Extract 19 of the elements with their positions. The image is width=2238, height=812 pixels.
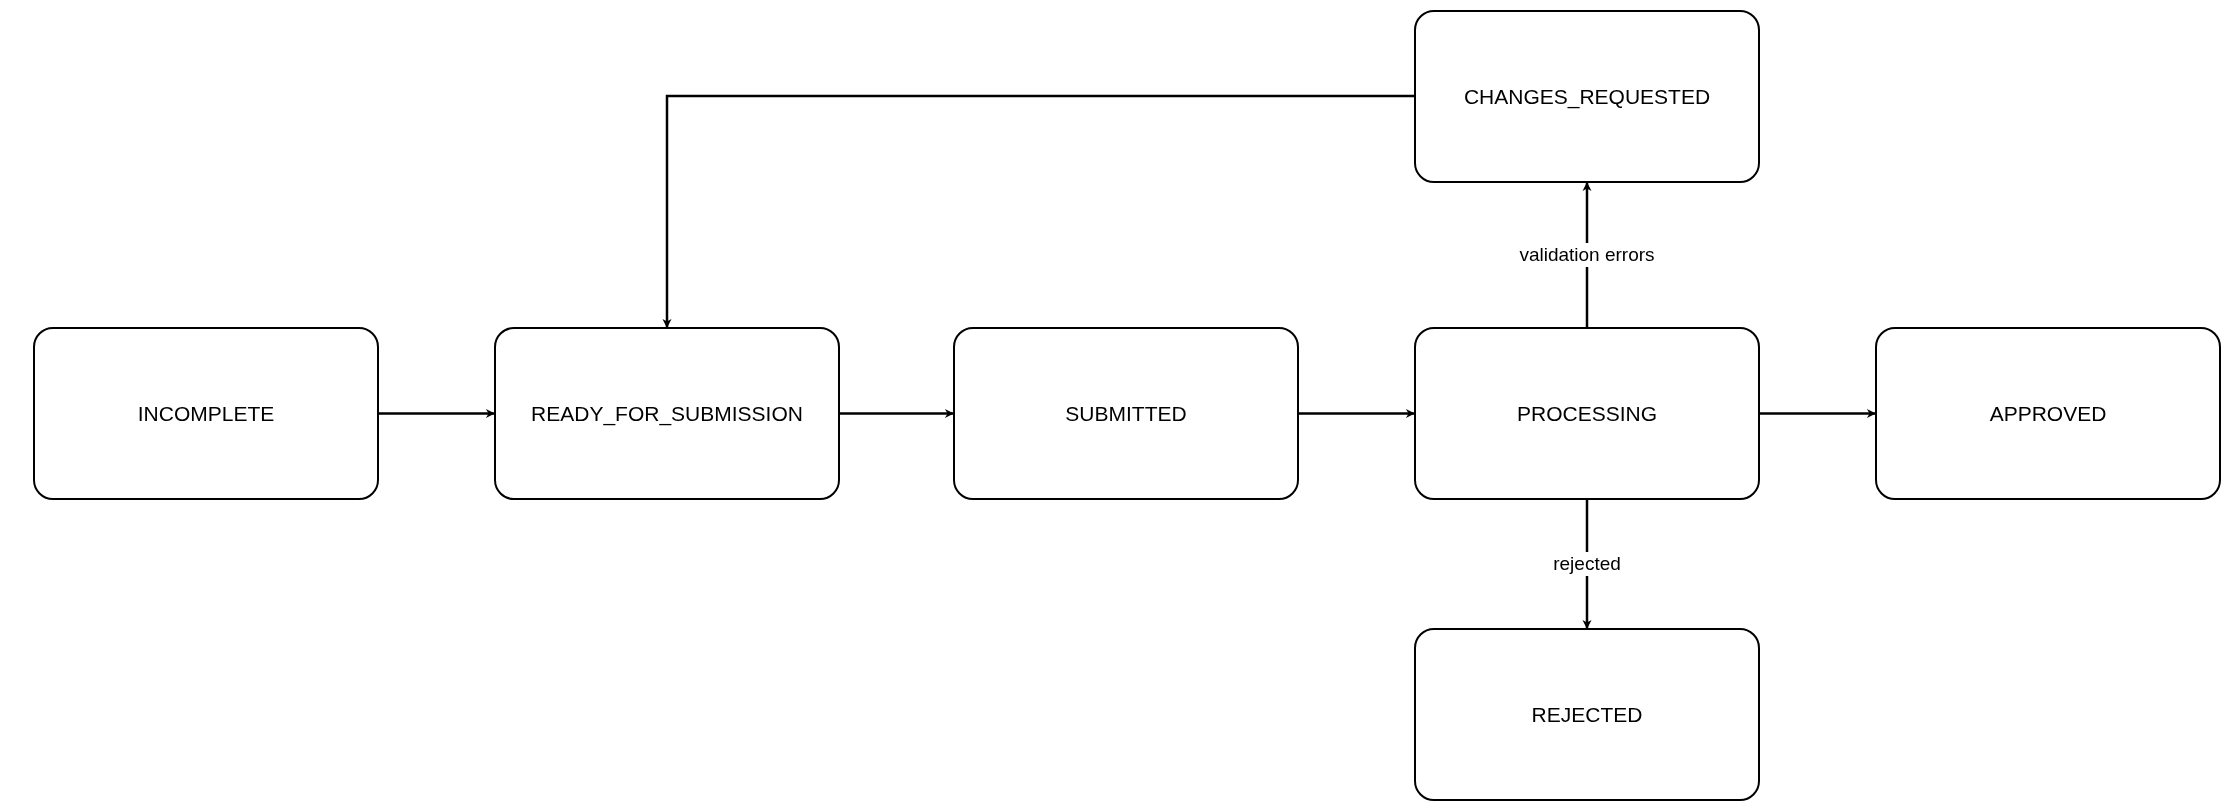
state-name: CHANGES_REQUESTED bbox=[1463, 84, 1711, 109]
state-name: SUBMITTED bbox=[1065, 401, 1187, 426]
state-box bbox=[494, 327, 840, 500]
arrow bbox=[662, 94, 1414, 328]
arrow bbox=[840, 409, 954, 418]
state-name: READY_FOR_SUBMISSION bbox=[531, 401, 803, 426]
arrow bbox=[1299, 409, 1415, 418]
state-name: PROCESSING bbox=[1517, 401, 1657, 426]
state-box bbox=[953, 327, 1299, 500]
state-box bbox=[33, 327, 379, 500]
state-box bbox=[1414, 628, 1760, 801]
state-name: APPROVED bbox=[1989, 401, 2107, 426]
arrow bbox=[1760, 409, 1876, 418]
state-box bbox=[1875, 327, 2221, 500]
state-box bbox=[1414, 327, 1760, 500]
state-box bbox=[1414, 10, 1760, 183]
state-name: REJECTED bbox=[1531, 702, 1643, 727]
state-name: INCOMPLETE bbox=[137, 401, 275, 426]
arrow bbox=[379, 409, 495, 418]
